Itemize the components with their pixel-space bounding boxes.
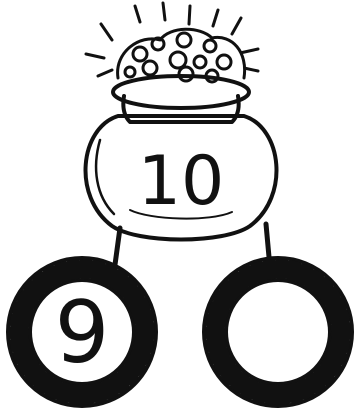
coin-right [204, 258, 352, 406]
coin-edge-ridges-icon [215, 269, 341, 395]
coin-left: 9 [8, 258, 156, 406]
pot-of-gold-icon: 10 [86, 29, 277, 239]
whole-number: 10 [138, 142, 225, 221]
part-left-number: 9 [55, 283, 110, 383]
